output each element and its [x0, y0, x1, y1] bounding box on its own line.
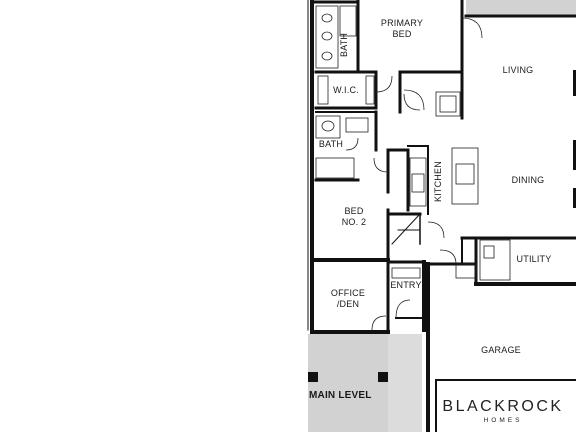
logo-name: BLACKROCK: [442, 398, 564, 415]
patio-pad: [466, 0, 576, 16]
room-label-primary-bath: BATH: [339, 32, 349, 57]
room-label-living: LIVING: [502, 65, 534, 75]
room-label-utility: UTILITY: [516, 254, 552, 264]
logo-sub: HOMES: [483, 417, 523, 424]
porch-posts: [308, 372, 388, 382]
brand-logo: BLACKROCK HOMES: [438, 384, 568, 432]
walls: [307, 0, 576, 432]
room-label-primary-bed: PRIMARY BED: [380, 18, 424, 39]
room-label-kitchen: KITCHEN: [433, 161, 443, 202]
fixtures: [315, 5, 511, 331]
room-label-bed-2: BED NO. 2: [341, 206, 367, 227]
room-label-garage: GARAGE: [481, 345, 521, 355]
windows: [573, 70, 576, 208]
room-label-dining: DINING: [511, 175, 545, 185]
room-label-office-den: OFFICE /DEN: [330, 288, 366, 309]
porch-pad-right: [388, 334, 422, 432]
level-label: MAIN LEVEL: [309, 390, 372, 401]
room-label-wic: W.I.C.: [333, 85, 359, 95]
room-label-entry: ENTRY: [390, 280, 422, 290]
room-label-bath: BATH: [318, 139, 344, 149]
